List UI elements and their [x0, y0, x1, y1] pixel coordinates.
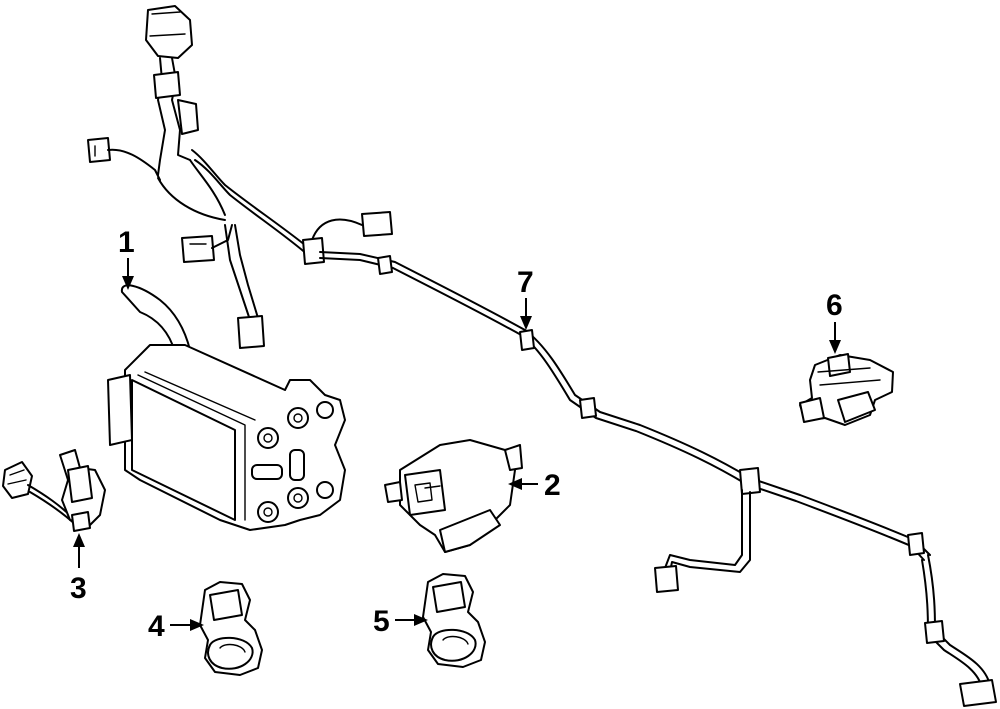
callout-4: 4 — [148, 610, 204, 643]
callout-1-label: 1 — [118, 226, 135, 259]
callout-4-label: 4 — [148, 610, 165, 643]
ultrasonic-sensor-4 — [199, 581, 263, 676]
callout-6-label: 6 — [826, 289, 843, 322]
callout-7-label: 7 — [517, 266, 534, 299]
callout-2-label: 2 — [544, 469, 561, 502]
sensor-pigtail — [2, 449, 106, 532]
callout-7: 7 — [517, 266, 534, 330]
callout-3: 3 — [70, 533, 87, 605]
callout-6: 6 — [826, 289, 843, 354]
callout-5-label: 5 — [373, 605, 390, 638]
control-module — [107, 284, 346, 531]
wiring-harness — [87, 5, 997, 707]
ultrasonic-sensor-5 — [422, 573, 486, 668]
callout-5: 5 — [373, 605, 428, 638]
callout-1: 1 — [118, 226, 135, 290]
callout-2: 2 — [508, 469, 561, 502]
callout-3-label: 3 — [70, 572, 87, 605]
buzzer-unit — [799, 353, 894, 426]
sensor-bracket — [384, 439, 523, 553]
